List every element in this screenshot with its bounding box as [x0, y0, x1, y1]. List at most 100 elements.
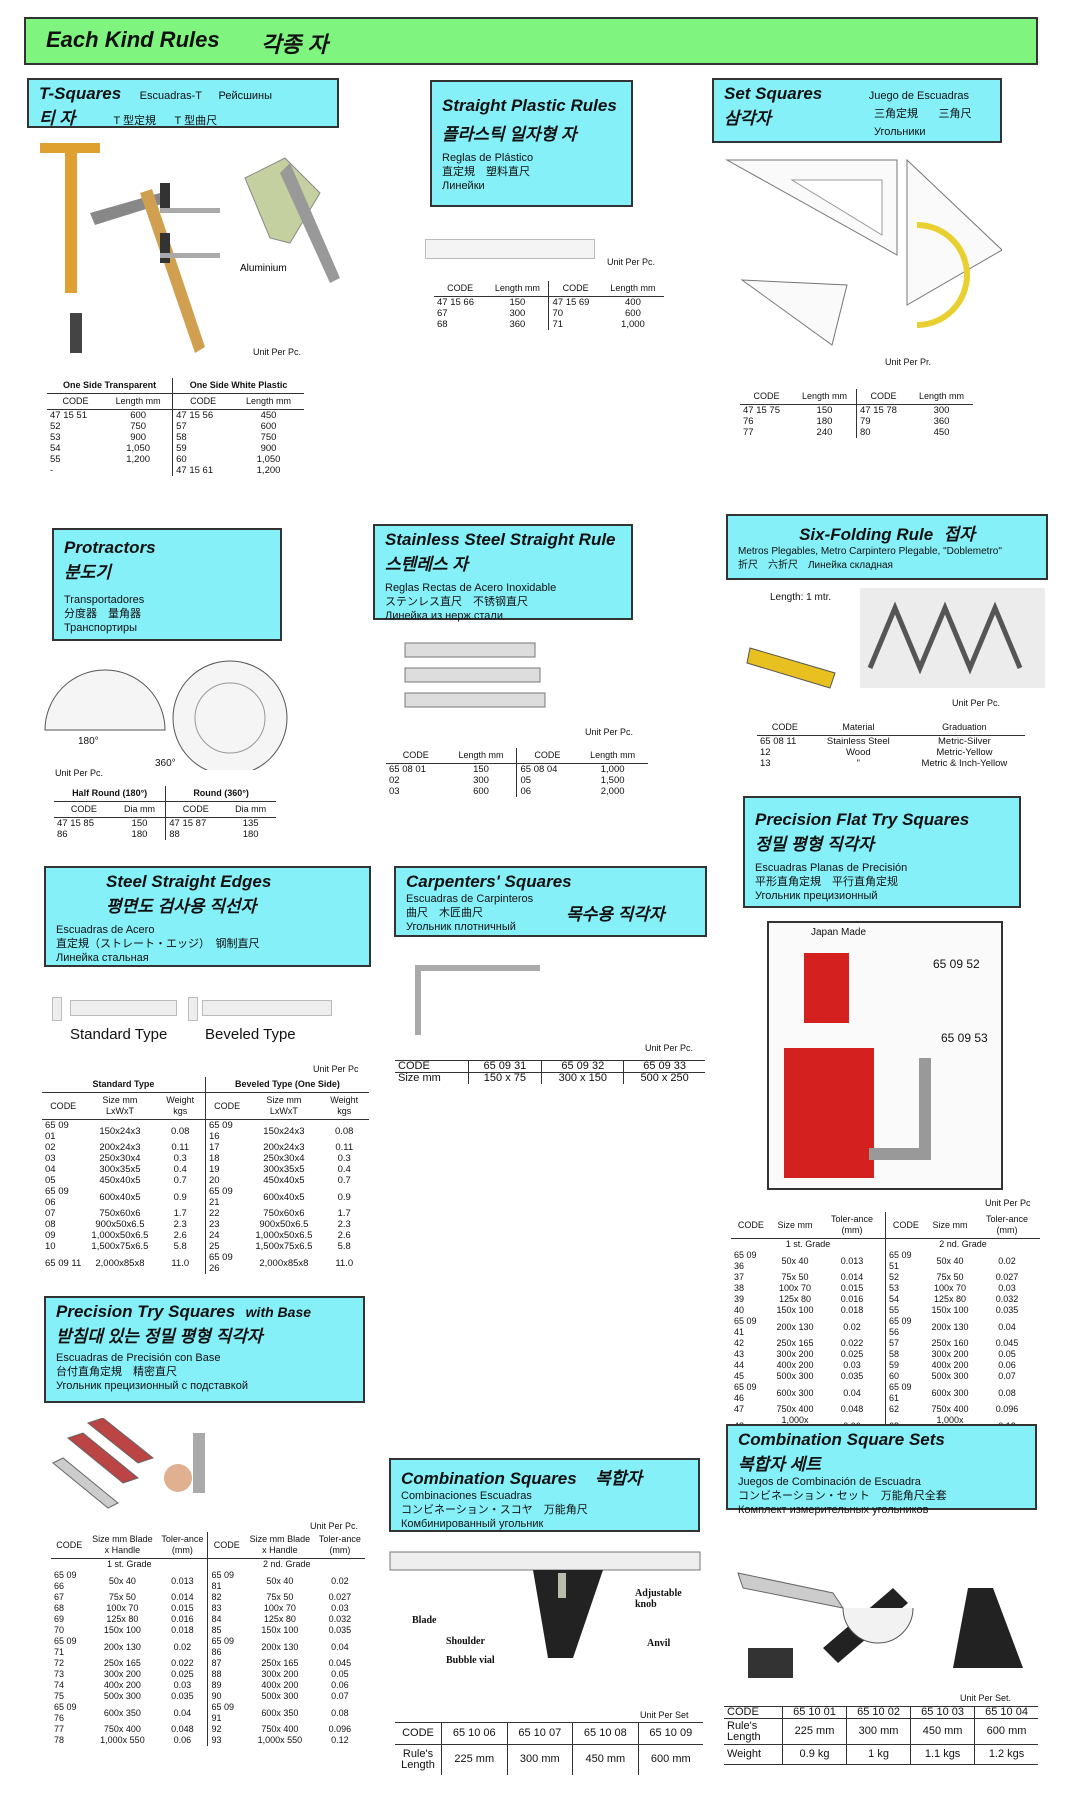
col-tolerance: Toler-ance (mm) [819, 1212, 886, 1239]
plastic-rules-header: Straight Plastic Rules 플라스틱 일자형 자 Reglas… [430, 80, 633, 207]
tsq-jp: T 型定規 [113, 115, 157, 127]
table-cell: 200x24x3 [263, 1142, 305, 1153]
table-cell: 0.032 [328, 1614, 352, 1624]
tsq-aluminium-label: Aluminium [240, 263, 287, 274]
beveled-edge-image [188, 997, 198, 1021]
table-cell: 0.018 [171, 1625, 194, 1635]
car-h-code: CODE [398, 1060, 430, 1072]
table-cell: 37 [734, 1272, 745, 1282]
table-cell: 50x 40 [936, 1255, 964, 1266]
table-cell: 5.8 [337, 1241, 351, 1252]
spr-ru: Линейки [442, 180, 485, 192]
car-ru: Угольник плотничный [406, 921, 516, 933]
tsq-unit: Unit Per Pc. [253, 347, 302, 357]
table-cell: 600x40x5 [99, 1191, 141, 1203]
table-cell: 150x 100 [776, 1305, 814, 1315]
table-cell: 2,000x85x8 [259, 1257, 309, 1269]
table-cell: 72 [54, 1658, 65, 1668]
table-cell: 80 [855, 427, 911, 438]
ptb-en2: with Base [245, 1304, 312, 1320]
col-code: CODE [165, 801, 226, 818]
pft-ko: 정밀 평형 직각자 [755, 835, 874, 854]
steel-edges-header: Steel Straight Edges 평면도 검사용 직선자 Escuadr… [44, 866, 371, 967]
table-cell: 600x 350 [261, 1707, 299, 1718]
pro-ko: 분도기 [64, 563, 111, 582]
square-blade-image [919, 1058, 931, 1153]
table-cell: 83 [207, 1603, 246, 1614]
ssq-ko: 삼각자 [724, 109, 771, 128]
css-h-code: CODE [727, 1706, 759, 1718]
table-cell: 300 [473, 775, 489, 786]
table-cell: 1.2 kgs [974, 1744, 1038, 1765]
sse-ru: Линейка стальная [56, 952, 149, 964]
table-cell: 135 [242, 818, 259, 829]
set-squares-header: Set Squares Juego de Escuadras 삼각자 三角定規 … [712, 78, 1002, 143]
table-cell: 900 [260, 443, 277, 454]
ptb-ru: Угольник прецизионный с подставкой [56, 1380, 248, 1392]
table-cell: 300 mm [506, 1744, 573, 1775]
ptb-es: Escuadras de Precisión con Base [56, 1352, 221, 1364]
plastic-ruler-image [425, 239, 595, 259]
table-cell: 180 [131, 829, 148, 840]
table-cell: 1,000x50x6.5 [91, 1230, 149, 1241]
table-cell: 300x 200 [776, 1349, 814, 1359]
table-cell: 0.022 [840, 1338, 864, 1348]
col-size: Size mm LxWxT [248, 1092, 320, 1120]
table-cell: 750x 400 [931, 1404, 969, 1414]
table-cell: 600x40x5 [263, 1191, 305, 1203]
table-cell: 65 10 07 [506, 1722, 573, 1745]
set-squares-illustration [725, 158, 1002, 346]
table-cell: 2,000x85x8 [95, 1257, 145, 1269]
table-cell: 65 10 06 [441, 1722, 508, 1745]
col-length: Length mm [445, 748, 517, 764]
spr-en: Straight Plastic Rules [442, 96, 617, 115]
ssq-unit: Unit Per Pr. [885, 357, 932, 367]
table-cell: 45 [734, 1371, 745, 1381]
table-cell: 300x35x5 [99, 1164, 141, 1175]
tsq-grp1: One Side Transparent [47, 378, 173, 394]
table-cell: 100x 70 [933, 1283, 966, 1293]
table-cell: 65 09 33 [623, 1060, 705, 1073]
table-cell: 250x 165 [776, 1338, 814, 1348]
table-cell: 65 09 61 [884, 1382, 926, 1404]
table-cell: 75x 50 [108, 1592, 136, 1602]
col-size: Size mm Blade x Handle [245, 1532, 315, 1559]
sfr-en: Six-Folding Rule [799, 525, 934, 544]
table-cell: 225 mm [441, 1744, 508, 1775]
sse-grp2: Beveled Type (One Side) [204, 1077, 369, 1093]
table-cell: 0.3 [173, 1153, 187, 1164]
table-cell: 2.6 [173, 1230, 187, 1241]
cmb-label-blade: Blade [412, 1615, 437, 1626]
table-cell: 65 09 21 [204, 1186, 249, 1208]
table-cell: 65 09 11 [45, 1257, 82, 1269]
table-cell: 600 mm [637, 1744, 703, 1775]
table-cell: 1,500x75x6.5 [255, 1241, 313, 1252]
table-cell: 300 x 150 [541, 1072, 624, 1084]
table-cell: 0.03 [843, 1360, 861, 1370]
col-code: CODE [172, 393, 234, 410]
table-cell: 0.045 [328, 1658, 352, 1668]
table-cell: 0.02 [331, 1575, 349, 1586]
table-cell: 03 [389, 786, 400, 797]
table-cell: 65 09 81 [207, 1570, 246, 1592]
table-cell: 74 [54, 1680, 65, 1690]
table-cell: 0.022 [171, 1658, 194, 1668]
table-cell: 65 09 66 [54, 1570, 77, 1591]
table-cell: 360 [509, 319, 526, 330]
pro-label-180: 180° [78, 736, 99, 747]
pft-code2: 65 09 53 [941, 1031, 988, 1045]
table-cell: 89 [207, 1680, 246, 1691]
combination-set-illustration [737, 1572, 1023, 1678]
table-cell: 0.014 [171, 1592, 194, 1602]
